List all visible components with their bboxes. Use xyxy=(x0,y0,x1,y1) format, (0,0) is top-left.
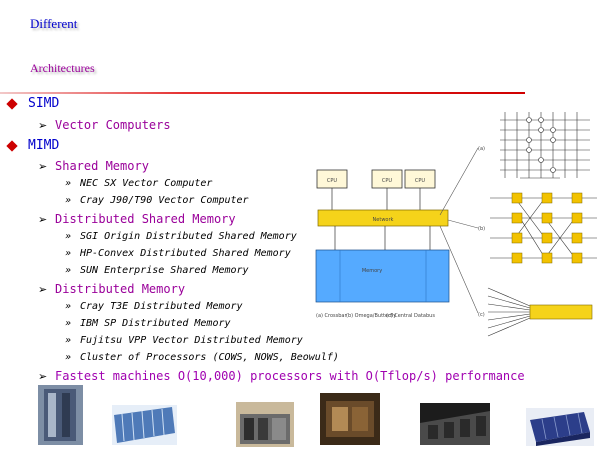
slide-title-line-1: Different xyxy=(30,16,78,31)
arrow-bullet-icon: ➢ xyxy=(38,370,48,383)
outline-text: HP-Convex Distributed Shared Memory xyxy=(80,248,291,259)
outline-text: MIMD xyxy=(28,138,60,153)
diagram-caption: (c) Central Databus xyxy=(386,313,435,319)
outline-text: Distributed Shared Memory xyxy=(55,212,236,226)
outline-text: Cluster of Processors (COWS, NOWS, Beowu… xyxy=(80,352,339,363)
svg-text:Network: Network xyxy=(373,217,394,223)
outline-text: Cray T3E Distributed Memory xyxy=(80,301,243,312)
switch-label: (a) xyxy=(478,146,485,152)
outline-text: SIMD xyxy=(28,96,60,111)
outline-text: Fastest machines O(10,000) processors wi… xyxy=(55,369,525,383)
memory-block: Memory xyxy=(315,249,450,303)
raquo-bullet-icon: » xyxy=(65,178,72,189)
cpu-box: CPU xyxy=(404,169,436,189)
ibm-sp-photo xyxy=(112,405,177,445)
arrow-bullet-icon: ➢ xyxy=(38,283,48,296)
svg-text:Memory: Memory xyxy=(362,268,382,274)
diagram-caption: (b) Omega/Butterfly xyxy=(346,313,396,319)
arrow-bullet-icon: ➢ xyxy=(38,160,48,173)
omega-switch xyxy=(490,192,597,264)
outline-text: Shared Memory xyxy=(55,159,149,173)
outline-text: NEC SX Vector Computer xyxy=(80,178,213,189)
raquo-bullet-icon: » xyxy=(65,265,72,276)
diamond-bullet-icon xyxy=(6,98,18,110)
sun-enterprise-photo xyxy=(526,408,594,446)
cpu-box: CPU xyxy=(371,169,403,189)
outline-text: Fujitsu VPP Vector Distributed Memory xyxy=(80,335,303,346)
outline-text: Cray J90/T90 Vector Computer xyxy=(80,195,249,206)
switch-label: (b) xyxy=(478,226,485,232)
raquo-bullet-icon: » xyxy=(65,195,72,206)
slide-title-line-2: Architectures xyxy=(30,61,95,75)
svg-text:CPU: CPU xyxy=(382,178,393,184)
outline-text: IBM SP Distributed Memory xyxy=(80,318,231,329)
raquo-bullet-icon: » xyxy=(65,301,72,312)
raquo-bullet-icon: » xyxy=(65,335,72,346)
arrow-bullet-icon: ➢ xyxy=(38,213,48,226)
network-bar: Network xyxy=(317,209,449,227)
outline-text: Vector Computers xyxy=(55,118,171,132)
outline-text: Distributed Memory xyxy=(55,282,186,296)
switch-label: (c) xyxy=(478,312,485,318)
databus xyxy=(487,287,593,337)
fujitsu-vpp-photo xyxy=(320,393,380,445)
raquo-bullet-icon: » xyxy=(65,248,72,259)
crossbar-switch xyxy=(500,112,590,179)
svg-text:CPU: CPU xyxy=(327,178,338,184)
diagram-caption: (a) Crossbar xyxy=(316,313,347,319)
title-rule xyxy=(0,92,525,94)
raquo-bullet-icon: » xyxy=(65,231,72,242)
cluster-room-photo xyxy=(420,403,490,445)
arrow-bullet-icon: ➢ xyxy=(38,119,48,132)
cray-t3e-photo xyxy=(38,385,83,445)
cpu-box: CPU xyxy=(316,169,348,189)
raquo-bullet-icon: » xyxy=(65,352,72,363)
outline-text: SUN Enterprise Shared Memory xyxy=(80,265,249,276)
raquo-bullet-icon: » xyxy=(65,318,72,329)
outline-text: SGI Origin Distributed Shared Memory xyxy=(80,231,297,242)
sgi-origin-photo xyxy=(236,402,294,447)
svg-text:CPU: CPU xyxy=(415,178,426,184)
diamond-bullet-icon xyxy=(6,140,18,152)
